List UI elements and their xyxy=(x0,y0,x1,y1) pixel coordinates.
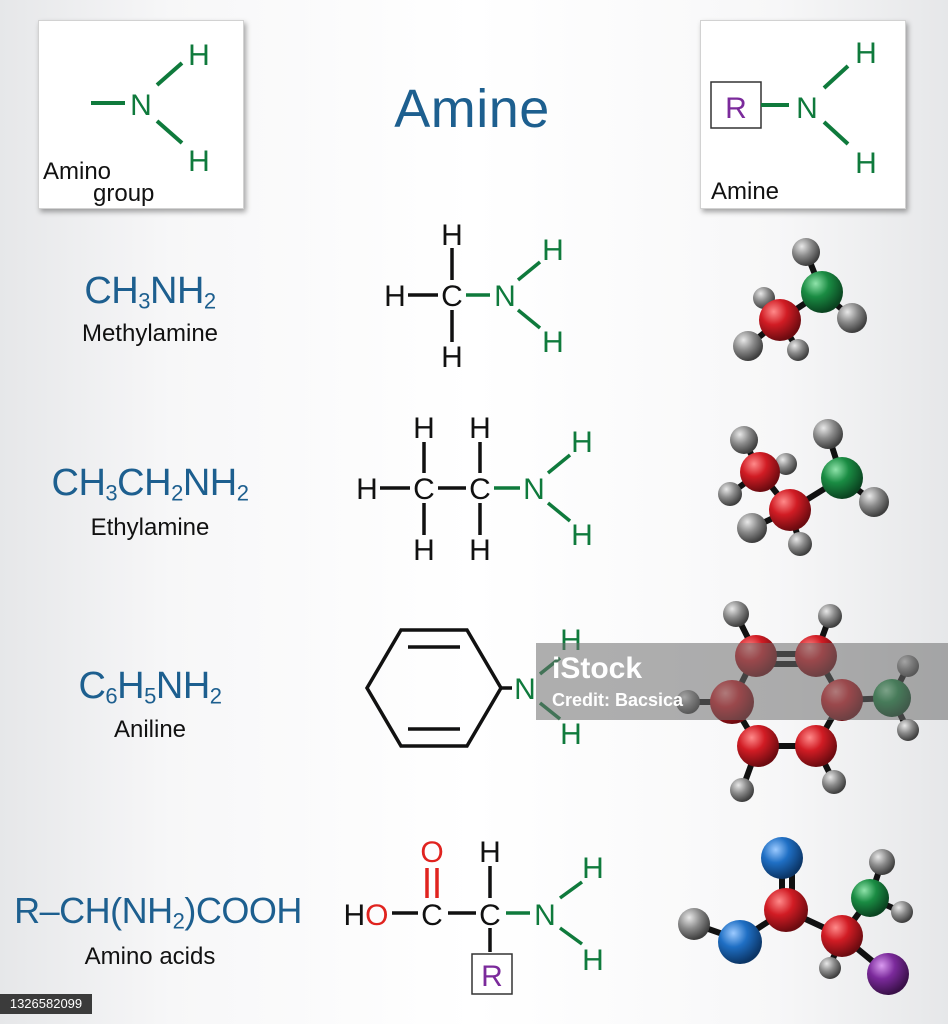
amine-box: R N H H Amine xyxy=(700,20,906,209)
atom-n: N xyxy=(494,280,516,313)
atom-h: H xyxy=(441,219,463,252)
atom-h: H xyxy=(413,534,435,567)
amino-label-line2: group xyxy=(93,180,155,207)
atom-c: C xyxy=(413,473,435,506)
atom-h: H xyxy=(356,473,378,506)
atom-r: R xyxy=(725,92,747,125)
amine-label: Amine xyxy=(711,178,780,205)
atom-h: H xyxy=(479,836,501,869)
watermark-banner xyxy=(536,643,948,720)
atom-h: H xyxy=(855,37,877,70)
amino-label-line1: Amino xyxy=(43,158,112,185)
atom-h: H xyxy=(571,426,593,459)
formula-ethylamine: CH3CH2NH2 xyxy=(51,462,249,506)
atom-h: H xyxy=(441,341,463,374)
atom-h: H xyxy=(384,280,406,313)
atom-h: H xyxy=(571,519,593,552)
atom-h: H xyxy=(188,39,210,72)
watermark-brand: iStock xyxy=(552,652,643,685)
name-amino-acids: Amino acids xyxy=(84,943,216,970)
atom-c: C xyxy=(469,473,491,506)
atom-h: H xyxy=(582,852,604,885)
name-aniline: Aniline xyxy=(113,716,187,743)
atom-h: H xyxy=(413,412,435,445)
atom-n: N xyxy=(514,673,536,706)
formula-methylamine: CH3NH2 xyxy=(84,270,216,314)
amino-group-structure: N H H xyxy=(91,39,210,178)
atom-n: N xyxy=(534,899,556,932)
watermark-credit: Credit: Bacsica xyxy=(552,690,684,710)
amine-structure: R N H H xyxy=(710,37,877,180)
atom-c: C xyxy=(441,280,463,313)
atom-c: C xyxy=(479,899,501,932)
atom-h: H xyxy=(188,145,210,178)
atom-n: N xyxy=(796,92,818,125)
atom-h: H xyxy=(560,718,582,751)
atom-o: O xyxy=(420,836,443,869)
atom-h: H xyxy=(855,147,877,180)
formula-amino-acids: R–CH(NH2)COOH xyxy=(14,890,302,934)
atom-ho: HO xyxy=(343,899,388,932)
atom-h: H xyxy=(469,534,491,567)
name-methylamine: Methylamine xyxy=(81,320,219,347)
atom-c: C xyxy=(421,899,443,932)
atom-h: H xyxy=(542,326,564,359)
atom-r: R xyxy=(481,960,503,993)
atom-n: N xyxy=(130,89,152,122)
atom-n: N xyxy=(523,473,545,506)
page-title: Amine xyxy=(394,79,550,139)
name-ethylamine: Ethylamine xyxy=(90,514,210,541)
formula-aniline: C6H5NH2 xyxy=(78,665,222,709)
amino-group-box: N H H Amino group xyxy=(38,20,244,209)
watermark-id: 1326582099 xyxy=(0,994,92,1014)
atom-h: H xyxy=(469,412,491,445)
atom-h: H xyxy=(582,944,604,977)
atom-h: H xyxy=(542,234,564,267)
